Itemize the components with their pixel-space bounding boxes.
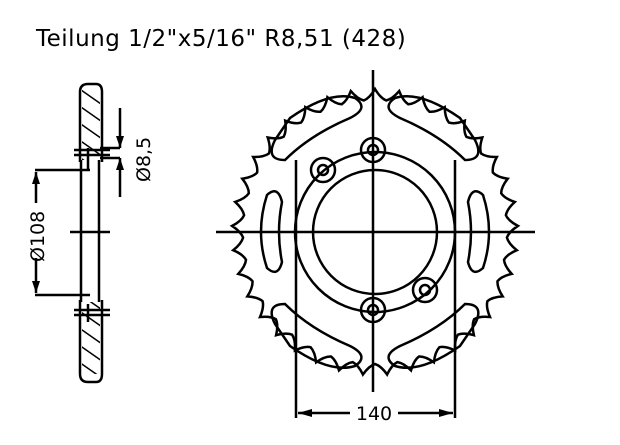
bolt-circle-label: Ø108 — [27, 211, 49, 262]
hole-diameter-label: Ø8,5 — [133, 137, 155, 182]
dimension-arrows — [32, 136, 124, 293]
front-view — [216, 70, 535, 418]
side-view — [34, 82, 122, 384]
sprocket-teeth — [229, 86, 521, 377]
drawing-title: Teilung 1/2"x5/16" R8,51 (428) — [36, 26, 407, 52]
bore-diameter-label: 140 — [356, 403, 392, 425]
